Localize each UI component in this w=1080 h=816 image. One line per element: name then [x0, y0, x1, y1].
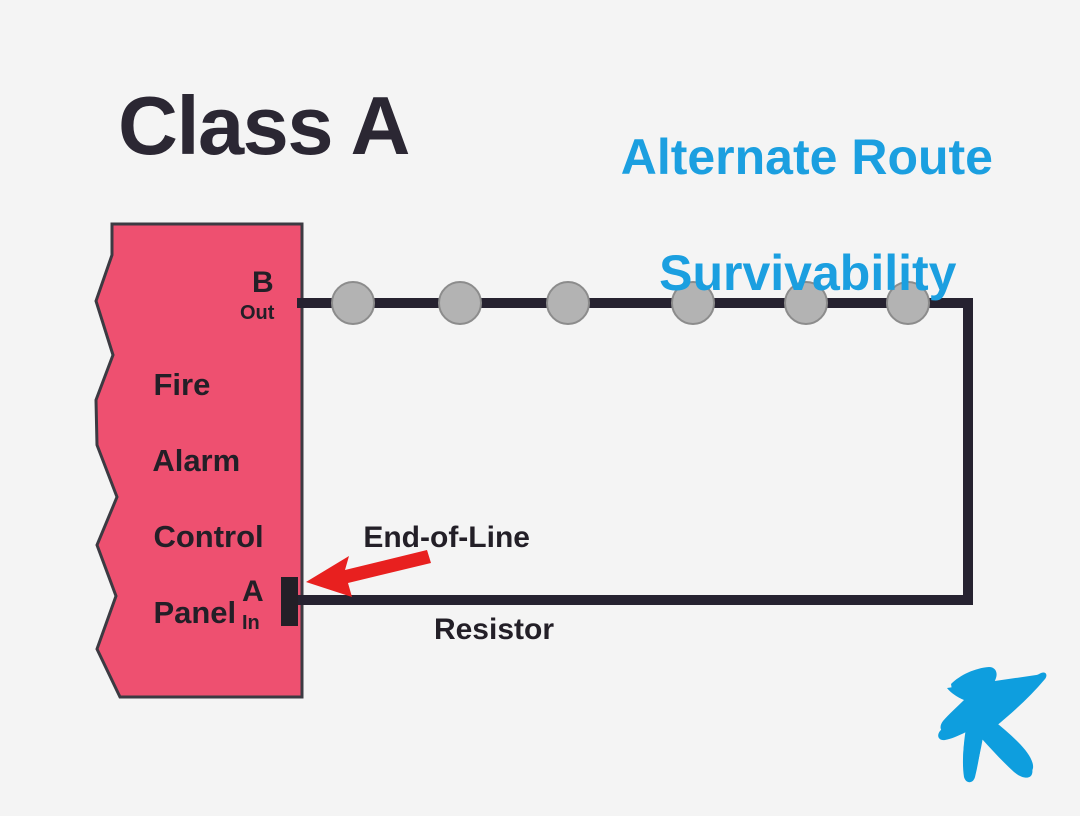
page-title: Class A: [118, 79, 410, 172]
panel-name-line-3: Control: [153, 519, 264, 554]
subtitle-line-1: Alternate Route: [620, 129, 993, 185]
device-circle-3: [546, 281, 590, 325]
panel-name-line-1: Fire: [153, 367, 211, 402]
k-logo-icon: [938, 667, 1047, 783]
device-group: [331, 281, 930, 325]
device-circle-4: [671, 281, 715, 325]
panel-name-label: Fire Alarm Control Panel: [119, 328, 264, 670]
end-of-line-resistor: [281, 577, 298, 626]
device-circle-5: [784, 281, 828, 325]
device-circle-1: [331, 281, 375, 325]
eol-label-line-2: Resistor: [433, 613, 554, 646]
terminal-a-sublabel: In: [242, 612, 260, 634]
eol-label-line-1: End-of-Line: [363, 521, 530, 554]
end-of-line-resistor-label: End-of-Line Resistor: [300, 469, 560, 745]
class-a-loop-wire: [297, 298, 973, 605]
terminal-a-label: A: [242, 575, 264, 608]
panel-name-line-2: Alarm: [152, 443, 241, 478]
subtitle-line-2: Survivability: [659, 245, 957, 301]
device-circle-2: [438, 281, 482, 325]
device-circle-6: [886, 281, 930, 325]
terminal-b-label: B: [252, 266, 274, 299]
panel-name-line-4: Panel: [153, 595, 237, 630]
subtitle: Alternate Route Survivability: [540, 70, 1020, 360]
fire-alarm-control-panel-shape: [94, 222, 304, 699]
callout-arrow-icon: [306, 550, 431, 597]
terminal-b-sublabel: Out: [240, 302, 275, 324]
